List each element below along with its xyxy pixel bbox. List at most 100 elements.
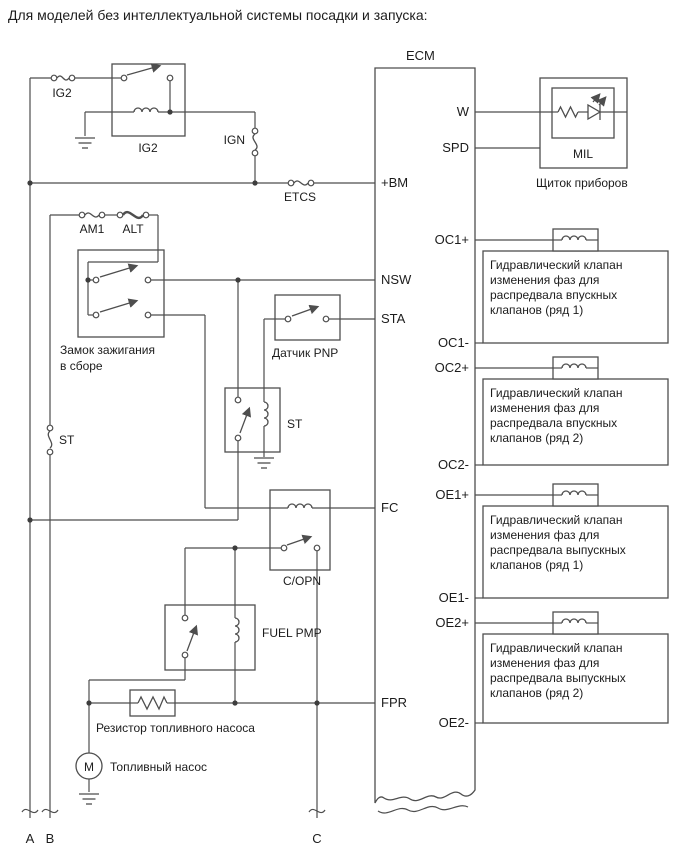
ig2-relay: IG2: [75, 63, 186, 155]
ign-fuse-label: IGN: [224, 133, 245, 147]
fuse-icon: [287, 179, 315, 187]
connector-a: A: [21, 808, 39, 846]
switch-icon: [92, 263, 152, 284]
bus-wires: [29, 78, 318, 818]
valve-box: [482, 633, 669, 724]
junction-dots: [27, 109, 320, 706]
coil-icon: [553, 490, 598, 496]
valve-label-line: клапанов (ряд 1): [490, 303, 583, 317]
ecm-unit: ECM +BM NSW STA FC FPR W SPD OC1+ OC1- O…: [374, 48, 476, 814]
etcs-fuse-label: ETCS: [284, 190, 316, 204]
resistor-icon: [557, 105, 579, 119]
ecm-pin-oc1p: OC1+: [435, 232, 469, 247]
copn-relay: C/OPN: [184, 489, 375, 605]
alt-link-label: ALT: [122, 222, 144, 236]
st-relay: ST: [30, 387, 303, 521]
ground-icon: [254, 452, 274, 469]
valve-label-line: распредвала впускных: [490, 416, 617, 430]
fuel-pump-label: Топливный насос: [110, 760, 207, 774]
ecm-pin-oe2m: OE2-: [439, 715, 469, 730]
valve-box: [482, 378, 669, 466]
valve-label-line: изменения фаз для: [490, 528, 599, 542]
fuse-icon: [78, 211, 106, 219]
connector-a-label: A: [26, 831, 35, 846]
pnp-box: [274, 294, 341, 341]
valve-label-line: Гидравлический клапан: [490, 641, 622, 655]
st-fuse: ST: [46, 424, 75, 456]
fusible-link-icon: [116, 210, 150, 220]
ignition-switch-label-1: Замок зажигания: [60, 343, 155, 357]
am1-fuse: AM1: [50, 211, 106, 236]
st-relay-label: ST: [287, 417, 303, 431]
valve-label-line: Гидравлический клапан: [490, 386, 622, 400]
fuel-pump-motor: M Топливный насос: [75, 752, 207, 805]
relay-switch-icon: [270, 534, 321, 570]
ecm-pin-spd: SPD: [442, 140, 469, 155]
coil-icon: [553, 363, 598, 369]
ecm-pin-fpr: FPR: [381, 695, 407, 710]
coil-icon: [553, 235, 598, 241]
relay-coil-icon: [234, 605, 240, 670]
ocv-valve-1: Гидравлический клапан изменения фаз для …: [475, 228, 669, 344]
ecm-pin-oc2p: OC2+: [435, 360, 469, 375]
fuel-pump-relay: FUEL PMP: [88, 604, 322, 753]
ecm-pin-oe1p: OE1+: [435, 487, 469, 502]
pnp-sensor: Датчик PNP: [263, 294, 375, 388]
fuel-pump-relay-box: [164, 604, 256, 671]
relay-switch-icon: [234, 388, 251, 452]
ground-icon: [79, 793, 99, 805]
valve-box: [482, 250, 669, 344]
led-icon: [587, 103, 602, 121]
relay-coil-icon: [263, 388, 269, 452]
fuse-icon: [46, 424, 54, 456]
ignition-switch-label-2: в сборе: [60, 359, 103, 373]
ocv-valve-2: Гидравлический клапан изменения фаз для …: [475, 356, 669, 466]
valve-label-line: Гидравлический клапан: [490, 258, 622, 272]
instrument-panel-label: Щиток приборов: [536, 176, 628, 190]
switch-icon: [275, 304, 340, 323]
ecm-pin-nsw: NSW: [381, 272, 412, 287]
ignition-switch-assembly: Замок зажигания в сборе: [60, 249, 165, 373]
instrument-panel: MIL Щиток приборов: [475, 77, 628, 190]
ig2-fuse-label: IG2: [52, 86, 72, 100]
pnp-label: Датчик PNP: [272, 346, 338, 360]
valve-label-line: клапанов (ряд 2): [490, 431, 583, 445]
connector-b: B: [41, 808, 59, 846]
fuel-pump-resistor-label: Резистор топливного насоса: [96, 721, 255, 735]
etcs-fuse: ETCS: [30, 179, 375, 204]
diagram-title: Для моделей без интеллектуальной системы…: [8, 7, 428, 23]
valve-label-line: распредвала выпускных: [490, 543, 626, 557]
st-fuse-label: ST: [59, 433, 75, 447]
copn-relay-label: C/OPN: [283, 574, 321, 588]
valve-label-line: изменения фаз для: [490, 273, 599, 287]
relay-coil-icon: [270, 503, 330, 509]
alt-fusible-link: ALT: [105, 210, 159, 250]
switch-icon: [92, 298, 152, 319]
ecm-box: [374, 67, 476, 804]
ecm-pin-bm: +BM: [381, 175, 408, 190]
fuse-icon: [251, 127, 259, 157]
connector-c-label: C: [312, 831, 321, 846]
fuel-pump-resistor: Резистор топливного насоса: [89, 689, 375, 735]
ocv-valve-3: Гидравлический клапан изменения фаз для …: [475, 483, 669, 599]
internal-wiring: [87, 250, 159, 316]
st-relay-box: [224, 387, 281, 453]
connector-c: C: [308, 808, 326, 846]
coil-icon: [553, 618, 598, 624]
valve-label-line: изменения фаз для: [490, 401, 599, 415]
fuel-pump-relay-label: FUEL PMP: [262, 626, 322, 640]
ecm-label: ECM: [406, 48, 435, 63]
ig2-relay-label: IG2: [138, 141, 158, 155]
ign-fuse: IGN: [185, 111, 259, 183]
ignition-switch-box: [77, 249, 165, 338]
ground-icon: [75, 111, 112, 149]
resistor-icon: [130, 695, 175, 711]
ecm-pin-w: W: [457, 104, 470, 119]
valve-label-line: клапанов (ряд 1): [490, 558, 583, 572]
ecm-pin-oc1m: OC1-: [438, 335, 469, 350]
relay-switch-icon: [181, 605, 198, 670]
ecm-pin-oe1m: OE1-: [439, 590, 469, 605]
ecm-pin-oc2m: OC2-: [438, 457, 469, 472]
